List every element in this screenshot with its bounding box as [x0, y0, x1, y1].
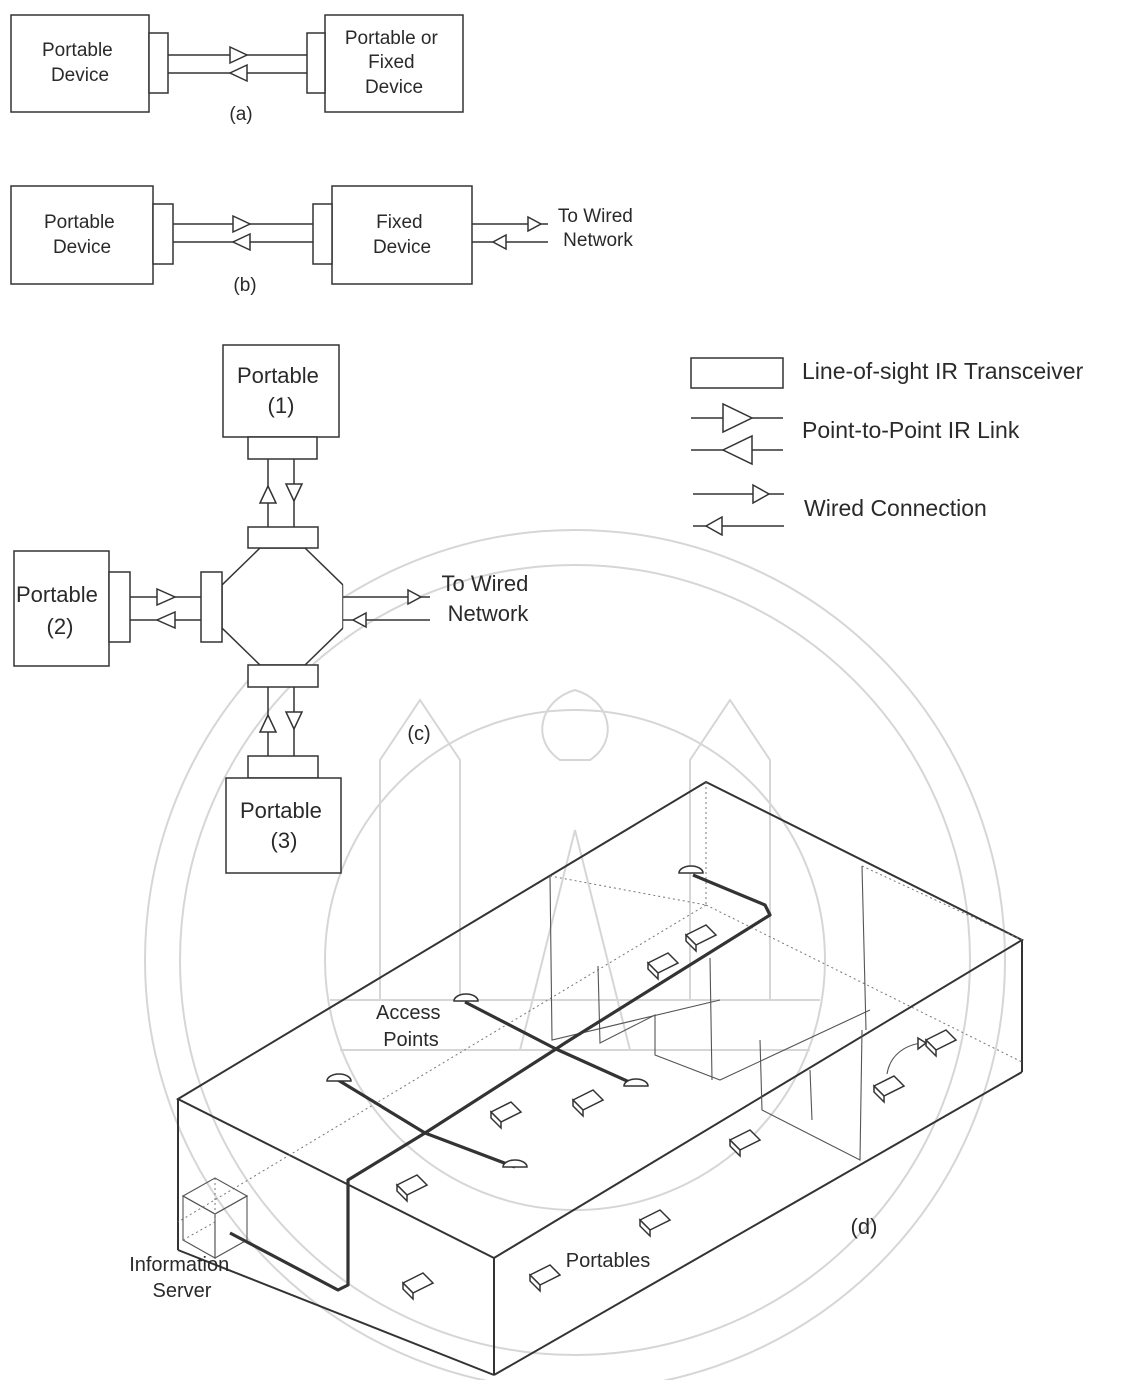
information-server-cube	[181, 1177, 249, 1259]
portable-2-label: Portable (2)	[16, 582, 104, 639]
portables-label: Portables	[566, 1250, 651, 1272]
legend: Line-of-sight IR Transceiver Point-to-Po…	[690, 357, 1084, 537]
wired-network-label-c: To Wired Network	[442, 571, 535, 626]
diagram-c: Portable (1) Portable (2) To Wired	[13, 344, 535, 874]
access-point	[623, 1078, 649, 1087]
portable-unit	[872, 1075, 906, 1104]
portable-unit	[489, 1101, 523, 1130]
portable-device-box-b	[10, 185, 154, 285]
information-server-label: Information Server	[129, 1254, 235, 1302]
access-point	[502, 1159, 528, 1168]
portable-unit	[646, 952, 680, 981]
ir-transceiver-portable-2	[108, 571, 131, 643]
portable-unit	[728, 1129, 762, 1158]
wired-arrow-in-b	[491, 233, 507, 251]
portable-or-fixed-device-label-a: Portable or Fixed Device	[345, 28, 443, 98]
wired-network-label-b: To Wired Network	[558, 206, 638, 251]
portable-unit	[401, 1272, 435, 1301]
portable-unit	[395, 1174, 429, 1203]
portable-device-label-b: Portable Device	[44, 212, 120, 258]
caption-c: (c)	[407, 723, 430, 745]
legend-transceiver-symbol	[690, 357, 784, 389]
wired-backbone	[229, 873, 772, 1292]
ir-transceiver-portable-1	[247, 436, 318, 460]
ir-transceiver-b-right	[312, 203, 333, 265]
caption-a: (a)	[229, 104, 252, 125]
fixed-device-box-b	[331, 185, 473, 285]
legend-wired-symbol	[693, 483, 784, 537]
portable-unit	[528, 1264, 562, 1293]
caption-d: (d)	[851, 1214, 878, 1239]
portable-unit	[684, 924, 718, 953]
access-points-label: Access Points	[376, 1002, 446, 1051]
hub-device	[221, 547, 344, 666]
portable-2-box	[13, 550, 110, 667]
wired-arrow-out-b	[527, 215, 543, 233]
legend-wired-label: Wired Connection	[804, 495, 987, 521]
hub-transceiver-left	[200, 571, 223, 643]
portable-1-label: Portable (1)	[237, 363, 325, 418]
diagram-d: Access Points Information Server Portabl…	[129, 780, 1025, 1376]
ir-link-arrow-left	[228, 63, 248, 83]
portable-or-fixed-device-box-a	[324, 14, 464, 113]
ir-transceiver-a-left	[148, 32, 169, 94]
caption-b: (b)	[233, 275, 256, 296]
ir-transceiver-b-left	[152, 203, 174, 265]
portable-1-box	[222, 344, 340, 438]
portable-device-label-a: Portable Device	[42, 40, 118, 86]
access-point	[326, 1073, 352, 1082]
portable-unit	[924, 1029, 958, 1058]
access-point	[678, 865, 704, 874]
diagram-a: Portable Device Portable or Fixed Device…	[10, 14, 464, 125]
fixed-device-label-b: Fixed Device	[373, 212, 431, 258]
portable-device-box-a	[10, 14, 150, 113]
diagram-b: Portable Device Fixed Device To Wired Ne…	[10, 185, 638, 296]
ir-link-arrow-right	[229, 45, 249, 65]
legend-ir-link-label: Point-to-Point IR Link	[802, 417, 1020, 443]
legend-ir-link-symbol	[691, 402, 783, 466]
ir-transceiver-portable-3	[247, 755, 319, 779]
ir-transceiver-a-right	[306, 32, 326, 94]
access-point	[453, 993, 479, 1002]
portable-unit	[638, 1209, 672, 1238]
hub-transceiver-top	[247, 526, 319, 549]
portable-3-label: Portable (3)	[240, 798, 328, 853]
portable-unit	[571, 1089, 605, 1118]
hub-transceiver-bottom	[247, 664, 319, 688]
legend-transceiver-label: Line-of-sight IR Transceiver	[802, 358, 1084, 384]
portable-3-box	[225, 777, 342, 874]
watermark-seal	[144, 529, 1006, 1380]
